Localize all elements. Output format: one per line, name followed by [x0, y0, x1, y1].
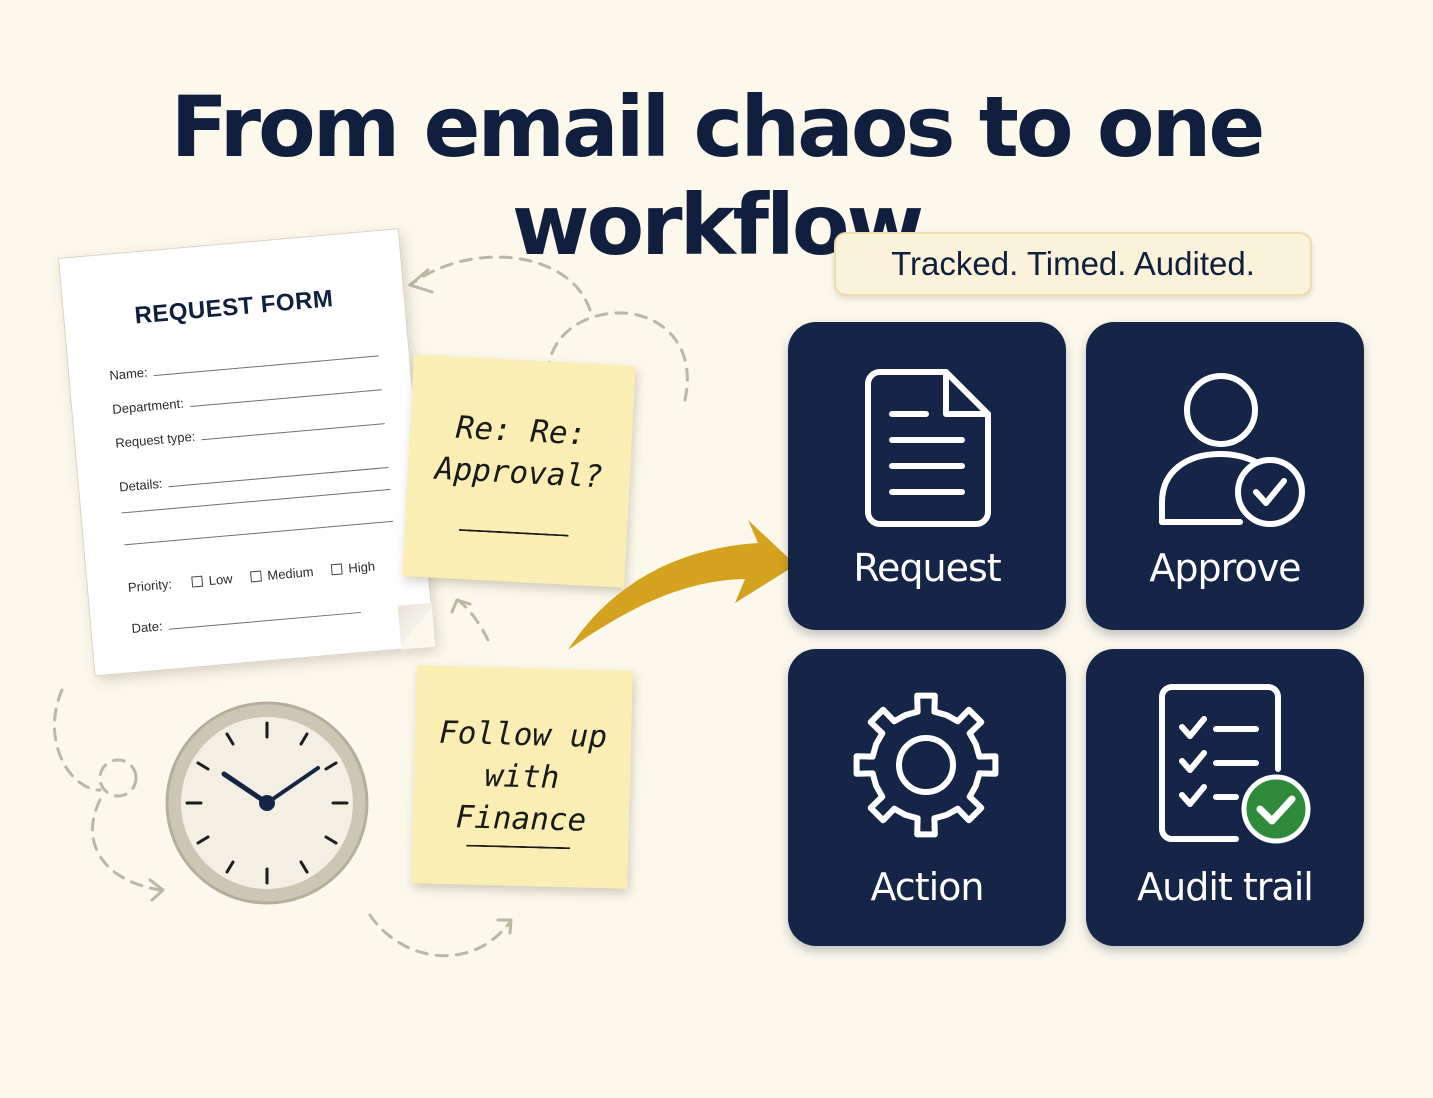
tile-label: Audit trail	[1137, 865, 1314, 909]
tile-action: Action	[788, 649, 1066, 946]
checklist-icon	[1159, 684, 1312, 845]
tile-request: Request	[788, 322, 1066, 630]
user-check-icon	[1159, 373, 1305, 527]
tile-audit: Audit trail	[1086, 649, 1364, 946]
clock-icon	[165, 701, 369, 905]
headline: From email chaos to one workflow	[170, 78, 1266, 274]
gear-icon	[853, 692, 999, 838]
tagline-badge: Tracked. Timed. Audited.	[834, 232, 1312, 296]
tile-approve: Approve	[1086, 322, 1364, 630]
tile-label: Approve	[1149, 546, 1301, 590]
tile-label: Request	[853, 546, 1001, 590]
document-icon	[865, 369, 991, 527]
tile-label: Action	[870, 865, 984, 909]
